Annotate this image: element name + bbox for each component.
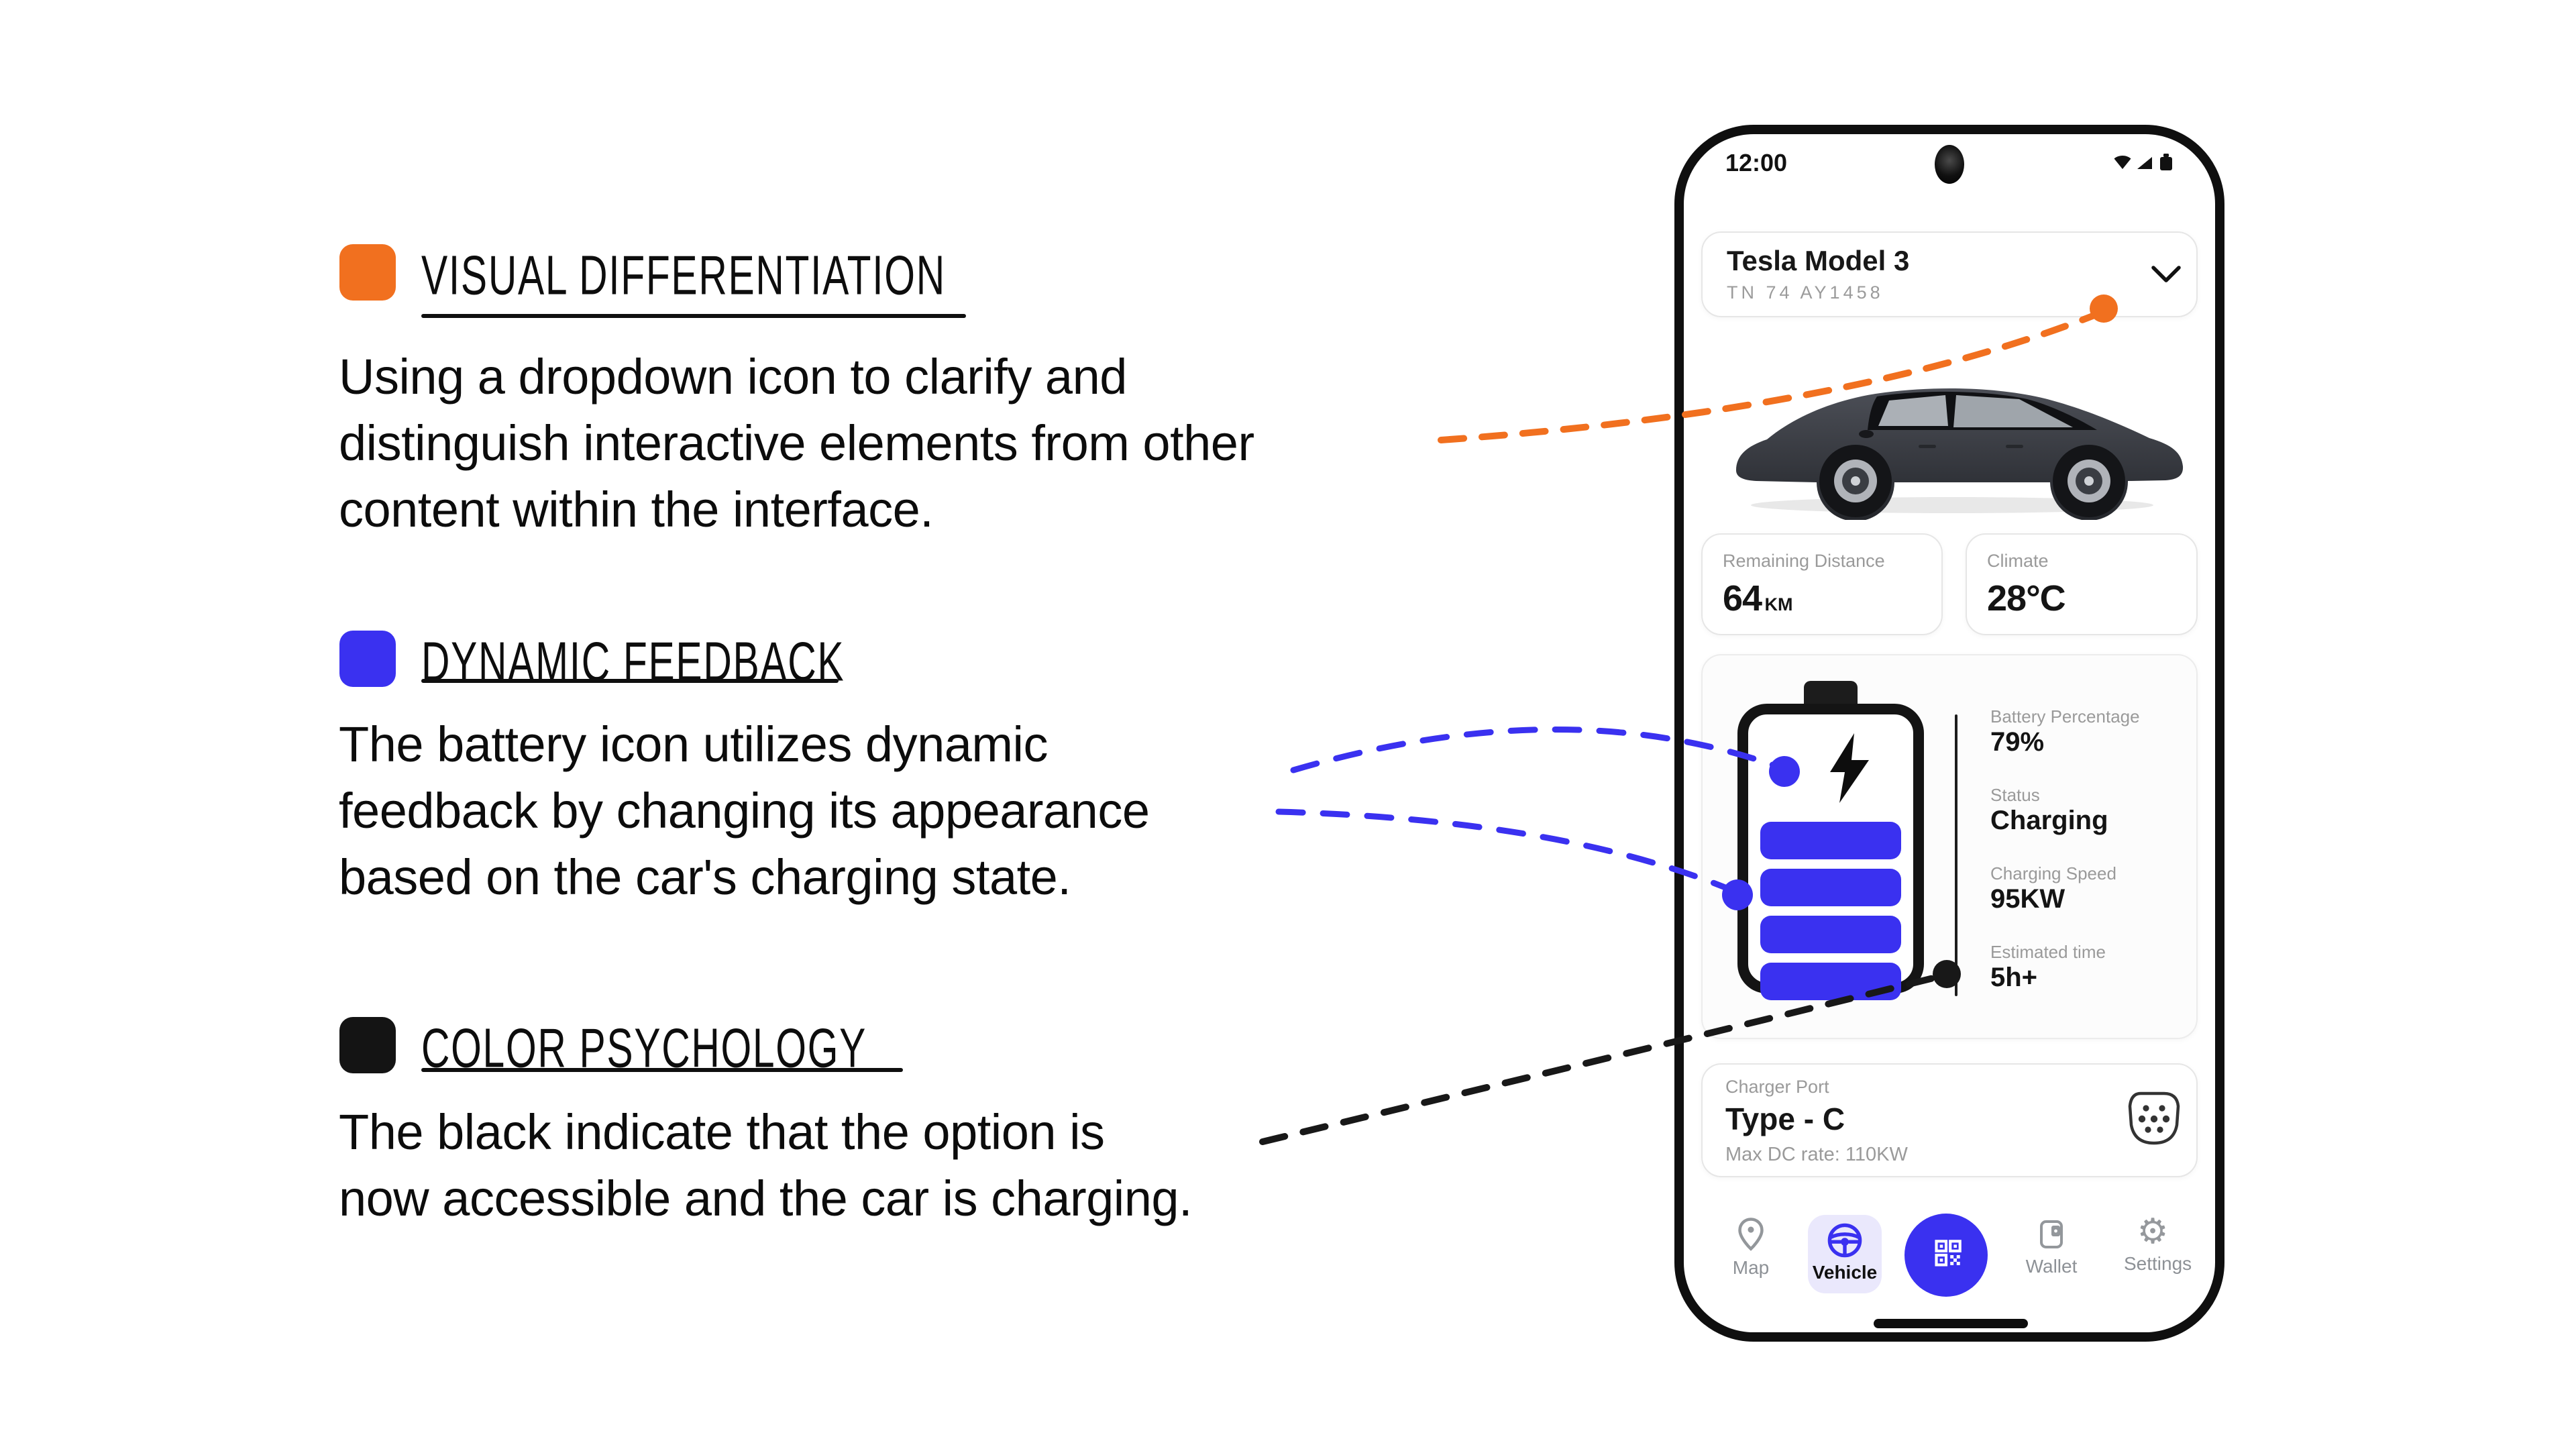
battery-row-label: Battery Percentage xyxy=(1990,706,2140,727)
dynamic-feedback-swatch xyxy=(339,631,396,687)
battery-row-label: Charging Speed xyxy=(1990,863,2116,883)
nav-item-settings[interactable]: ⚙ Settings xyxy=(2124,1212,2192,1275)
nav-label: Wallet xyxy=(2025,1256,2078,1277)
visual-differentiation-swatch xyxy=(339,244,396,301)
chevron-down-icon[interactable] xyxy=(2151,265,2182,284)
wifi-icon xyxy=(2114,156,2131,169)
stat-label: Remaining Distance xyxy=(1723,551,1885,571)
battery-bar xyxy=(1760,869,1901,906)
status-bar-time: 12:00 xyxy=(1725,149,1788,176)
home-indicator[interactable] xyxy=(1874,1319,2028,1328)
car-image xyxy=(1736,388,2184,520)
battery-card: Battery Percentage 79% Status Charging C… xyxy=(1701,654,2198,1039)
vehicle-name: Tesla Model 3 xyxy=(1727,245,1910,276)
vehicle-plate: TN 74 AY1458 xyxy=(1727,282,1884,303)
nav-item-map[interactable]: Map xyxy=(1724,1213,1778,1279)
lightning-bolt-icon xyxy=(1830,733,1869,803)
nav-item-vehicle[interactable]: Vehicle xyxy=(1808,1215,1882,1293)
charger-port-type: Type - C xyxy=(1725,1102,1845,1136)
remaining-distance-card: Remaining Distance 64 KM xyxy=(1701,533,1943,635)
battery-row: Battery Percentage 79% xyxy=(1990,706,2140,757)
heading-underline xyxy=(421,679,839,683)
battery-row-value: 95KW xyxy=(1990,884,2065,914)
stat-unit: KM xyxy=(1764,594,1793,614)
battery-status-icon xyxy=(2160,154,2172,170)
battery-bar xyxy=(1760,822,1901,859)
battery-row-value: 79% xyxy=(1990,727,2045,757)
battery-row: Estimated time 5h+ xyxy=(1990,942,2106,993)
heading-underline xyxy=(421,1068,903,1072)
gear-icon: ⚙ xyxy=(2137,1212,2169,1251)
battery-row-label: Estimated time xyxy=(1990,942,2106,962)
charger-port-label: Charger Port xyxy=(1725,1077,1829,1097)
stat-label: Climate xyxy=(1987,551,2049,571)
heading-underline xyxy=(421,314,966,318)
phone-frame: 12:00 Tesla Model 3 TN 74 AY1458 xyxy=(1674,125,2224,1342)
camera-punch-hole xyxy=(1935,145,1964,184)
nav-label: Settings xyxy=(2124,1253,2192,1274)
front-wheel xyxy=(1819,445,1892,517)
nav-item-wallet[interactable]: Wallet xyxy=(2025,1213,2078,1277)
stat-value: 28°C xyxy=(1987,578,2066,619)
battery-icon xyxy=(1737,704,1924,1000)
battery-cap xyxy=(1804,681,1858,708)
status-icons xyxy=(2114,154,2172,170)
dynamic-feedback-title: DYNAMIC FEEDBACK xyxy=(421,630,845,693)
stat-value: 64 xyxy=(1723,578,1762,619)
charger-port-card: Charger Port Type - C Max DC rate: 110KW xyxy=(1701,1063,2198,1177)
map-pin-icon xyxy=(1738,1218,1764,1251)
battery-row-value: 5h+ xyxy=(1990,963,2038,992)
battery-row: Status Charging xyxy=(1990,785,2108,836)
wallet-icon xyxy=(2040,1220,2063,1248)
visual-differentiation-title: VISUAL DIFFERENTIATION xyxy=(421,244,946,307)
visual-differentiation-body: Using a dropdown icon to clarify and dis… xyxy=(339,349,1254,537)
battery-row-value: Charging xyxy=(1990,806,2108,835)
nav-label: Map xyxy=(1732,1257,1770,1278)
dynamic-feedback-body: The battery icon utilizes dynamic feedba… xyxy=(339,716,1150,905)
signal-icon xyxy=(2137,157,2152,169)
charger-connector-icon xyxy=(2128,1091,2180,1145)
battery-divider xyxy=(1955,714,1957,996)
scan-button[interactable] xyxy=(1904,1214,1988,1297)
steering-wheel-icon xyxy=(1827,1223,1862,1258)
charger-port-rate: Max DC rate: 110KW xyxy=(1725,1144,1908,1165)
vehicle-selector-card[interactable]: Tesla Model 3 TN 74 AY1458 xyxy=(1701,231,2198,317)
color-psychology-body: The black indicate that the option is no… xyxy=(339,1104,1193,1226)
qr-scan-icon xyxy=(1935,1240,1962,1267)
color-psychology-swatch xyxy=(339,1017,396,1073)
rear-wheel xyxy=(2053,445,2125,517)
battery-bar xyxy=(1760,963,1901,1000)
climate-card: Climate 28°C xyxy=(1966,533,2198,635)
battery-row-label: Status xyxy=(1990,785,2040,805)
nav-label: Vehicle xyxy=(1812,1262,1878,1283)
battery-row: Charging Speed 95KW xyxy=(1990,863,2116,914)
battery-bar xyxy=(1760,916,1901,953)
